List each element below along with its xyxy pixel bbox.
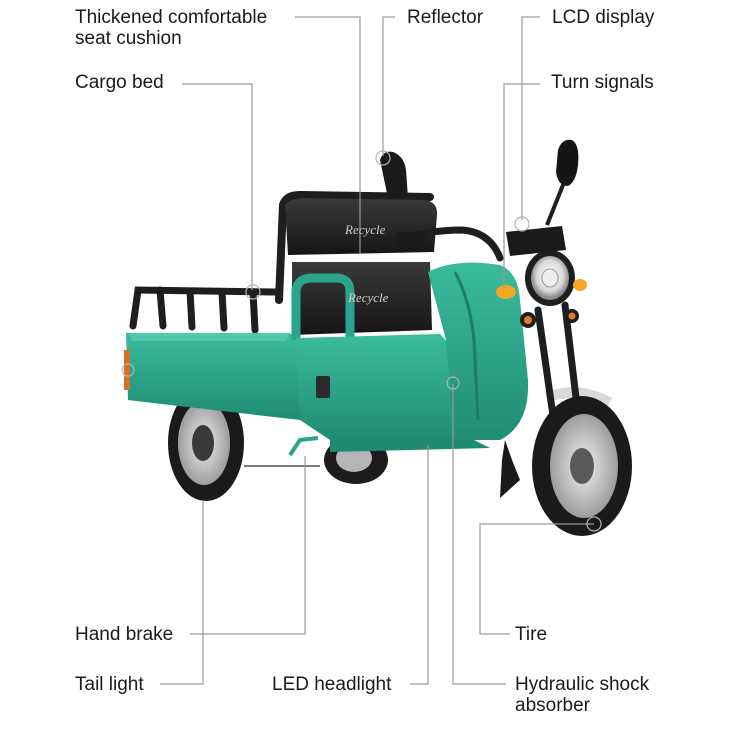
floor-board (330, 438, 490, 452)
label-seat-cushion-line2: seat cushion (75, 28, 182, 49)
label-led-headlight: LED headlight (272, 674, 392, 695)
turn-signal-left (496, 285, 516, 299)
turn-signal-right (573, 279, 587, 291)
callout-lines (160, 16, 594, 685)
label-hand-brake: Hand brake (75, 624, 174, 645)
label-seat-cushion-line1: Thickened comfortable (75, 7, 268, 28)
label-tail-light: Tail light (75, 674, 144, 695)
seat-frame (275, 190, 434, 304)
label-seat-cushion: Thickened comfortable seat cushion (75, 7, 267, 49)
brand-text-seat: Recycle (344, 222, 386, 237)
seat-bracket (291, 273, 355, 340)
left-grip (395, 232, 425, 244)
front-wheel (532, 396, 632, 536)
charge-port (316, 376, 330, 398)
rear-wheel-left (168, 385, 244, 501)
label-cargo-bed: Cargo bed (75, 72, 164, 93)
label-lcd-display: LCD display (552, 7, 655, 28)
fairing-crease (453, 271, 480, 421)
lcd-display-shape (506, 226, 566, 256)
cargo-bed-body (126, 333, 300, 420)
callout-markers (121, 150, 602, 532)
label-turn-signals: Turn signals (551, 72, 654, 93)
label-hydraulic-shock-line1: Hydraulic shock (515, 674, 650, 695)
cargo-bed-top-edge (128, 333, 290, 341)
label-hydraulic-shock-line2: absorber (515, 695, 590, 716)
mud-flap (500, 440, 520, 498)
cargo-rail (129, 286, 279, 334)
label-tire: Tire (515, 624, 548, 645)
label-hydraulic-shock: Hydraulic shock absorber (515, 674, 649, 716)
brand-text-compartment: Recycle (347, 290, 389, 305)
hand-brake-lever (288, 436, 319, 457)
mirror-stem (545, 179, 567, 226)
mirror (556, 139, 579, 186)
tail-light-shape (124, 350, 130, 390)
label-reflector: Reflector (407, 7, 484, 28)
main-body (296, 334, 455, 440)
